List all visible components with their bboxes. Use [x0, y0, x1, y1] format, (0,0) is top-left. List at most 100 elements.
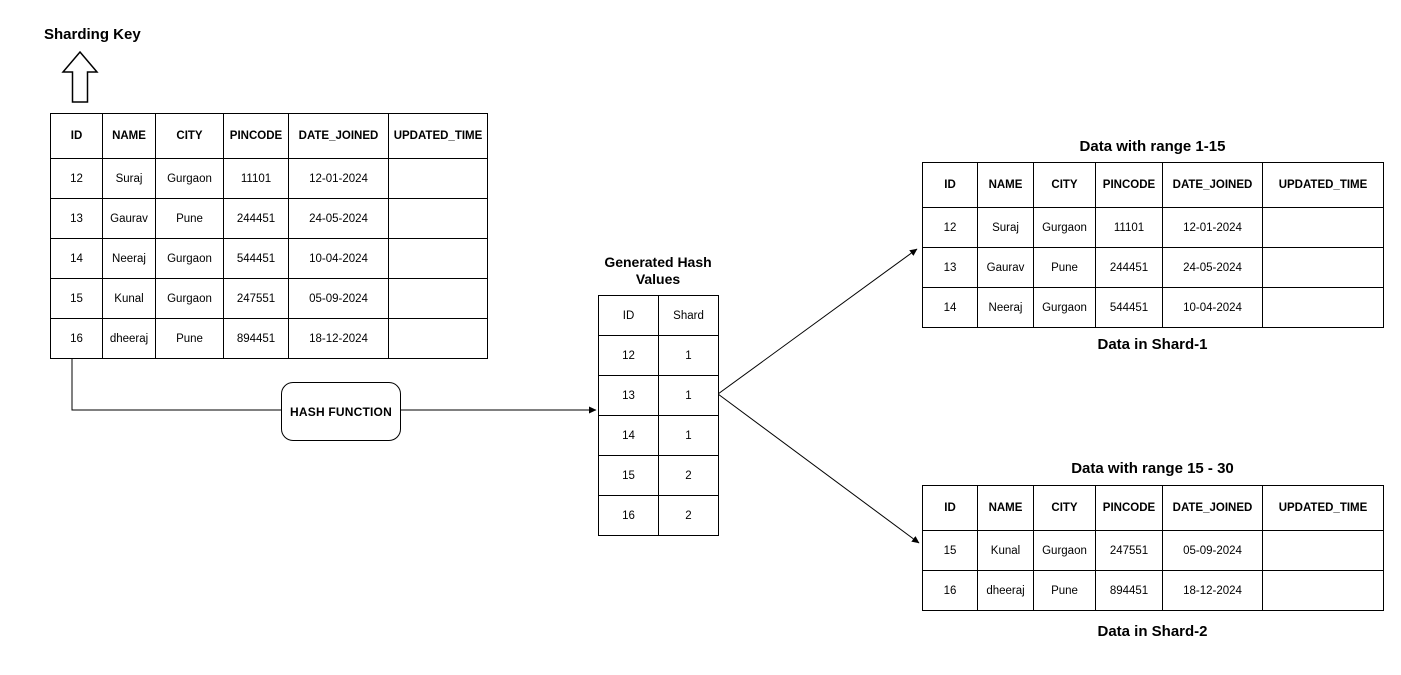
table-cell: 16 [598, 495, 659, 536]
column-header: ID [922, 162, 978, 208]
column-header: DATE_JOINED [1162, 162, 1263, 208]
hash-function-label: HASH FUNCTION [290, 404, 392, 419]
table-cell: Gurgaon [1033, 207, 1096, 248]
table-cell: 11101 [1095, 207, 1163, 248]
table-cell: 14 [598, 415, 659, 456]
table-cell: dheeraj [102, 318, 156, 359]
column-header: UPDATED_TIME [388, 113, 488, 159]
column-header: DATE_JOINED [1162, 485, 1263, 531]
table-cell: Gaurav [102, 198, 156, 239]
table-cell: Gurgaon [155, 278, 224, 319]
sharding-key-label: Sharding Key [44, 26, 141, 43]
table-cell [1262, 247, 1384, 288]
source-to-hashfunction-connector [71, 359, 281, 411]
table-cell: 244451 [223, 198, 289, 239]
table-cell: Gaurav [977, 247, 1034, 288]
table-cell: 1 [658, 375, 719, 416]
table-cell: 13 [50, 198, 103, 239]
table-cell: Pune [155, 198, 224, 239]
table-cell: Neeraj [102, 238, 156, 279]
table-cell: 12 [922, 207, 978, 248]
table-cell: 894451 [223, 318, 289, 359]
table-cell: 13 [922, 247, 978, 288]
column-header: NAME [102, 113, 156, 159]
column-header: Shard [658, 295, 719, 336]
table-cell: 12 [50, 158, 103, 199]
table-cell: Kunal [977, 530, 1034, 571]
table-cell: 2 [658, 495, 719, 536]
column-header: PINCODE [223, 113, 289, 159]
table-cell: 12 [598, 335, 659, 376]
table-cell [1262, 287, 1384, 328]
values-to-shard2-arrow [717, 393, 920, 544]
table-cell: 10-04-2024 [288, 238, 389, 279]
table-cell [388, 278, 488, 319]
shard1-range-title: Data with range 1-15 [1079, 138, 1226, 155]
table-cell [388, 238, 488, 279]
table-cell: 1 [658, 335, 719, 376]
table-cell: 15 [922, 530, 978, 571]
table-cell: 247551 [1095, 530, 1163, 571]
table-cell: 12-01-2024 [288, 158, 389, 199]
table-cell: 894451 [1095, 570, 1163, 611]
table-cell: Gurgaon [1033, 287, 1096, 328]
hash-function-node: HASH FUNCTION [281, 382, 401, 441]
table-cell [1262, 207, 1384, 248]
column-header: CITY [1033, 162, 1096, 208]
shard1-caption: Data in Shard-1 [1097, 336, 1208, 353]
table-cell: 16 [50, 318, 103, 359]
table-cell: 18-12-2024 [1162, 570, 1263, 611]
table-cell: 1 [658, 415, 719, 456]
table-cell: Gurgaon [155, 158, 224, 199]
table-cell: 14 [922, 287, 978, 328]
table-cell: 544451 [223, 238, 289, 279]
table-cell: dheeraj [977, 570, 1034, 611]
table-cell: 12-01-2024 [1162, 207, 1263, 248]
column-header: NAME [977, 162, 1034, 208]
table-cell: Suraj [977, 207, 1034, 248]
hash-values-title: Generated Hash Values [604, 254, 712, 287]
table-cell: Neeraj [977, 287, 1034, 328]
table-cell [1262, 530, 1384, 571]
shard2-range-title: Data with range 15 - 30 [1071, 460, 1234, 477]
values-to-shard1-arrow [717, 248, 918, 395]
column-header: ID [598, 295, 659, 336]
table-cell [388, 318, 488, 359]
column-header: DATE_JOINED [288, 113, 389, 159]
table-cell: 18-12-2024 [288, 318, 389, 359]
column-header: UPDATED_TIME [1262, 162, 1384, 208]
column-header: PINCODE [1095, 485, 1163, 531]
table-cell: 10-04-2024 [1162, 287, 1263, 328]
column-header: CITY [1033, 485, 1096, 531]
table-cell: 2 [658, 455, 719, 496]
column-header: PINCODE [1095, 162, 1163, 208]
table-cell: Gurgaon [155, 238, 224, 279]
table-cell: 16 [922, 570, 978, 611]
table-cell: Kunal [102, 278, 156, 319]
table-cell: 15 [598, 455, 659, 496]
table-cell: Gurgaon [1033, 530, 1096, 571]
column-header: UPDATED_TIME [1262, 485, 1384, 531]
table-cell: 13 [598, 375, 659, 416]
table-cell: 24-05-2024 [1162, 247, 1263, 288]
column-header: ID [50, 113, 103, 159]
column-header: CITY [155, 113, 224, 159]
table-cell: Pune [155, 318, 224, 359]
table-cell: 14 [50, 238, 103, 279]
